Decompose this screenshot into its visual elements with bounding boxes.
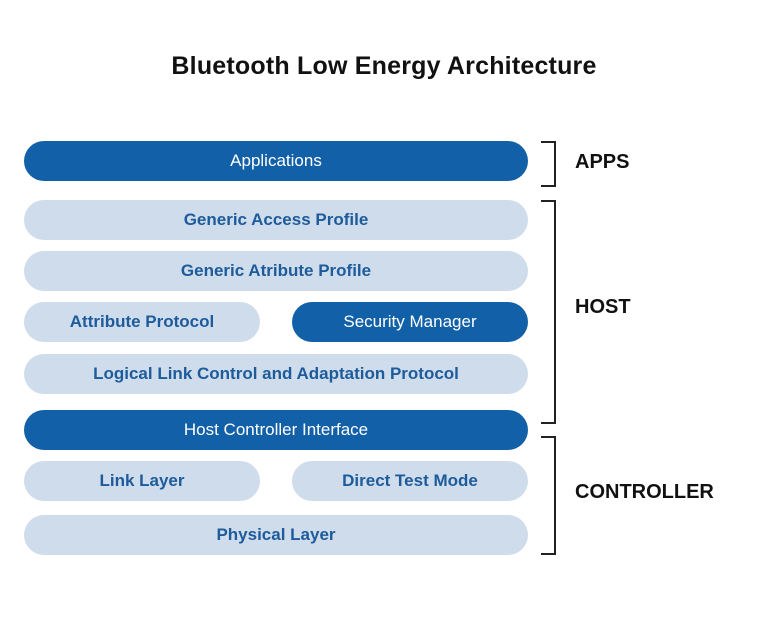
group-label-controller: CONTROLLER <box>575 481 714 503</box>
layer-security-manager: Security Manager <box>292 302 528 342</box>
layer-link-layer: Link Layer <box>24 461 260 501</box>
layer-attribute-protocol: Attribute Protocol <box>24 302 260 342</box>
layer-host-controller-interface: Host Controller Interface <box>24 410 528 450</box>
group-label-apps: APPS <box>575 151 630 173</box>
layer-direct-test-mode: Direct Test Mode <box>292 461 528 501</box>
layer-physical-layer: Physical Layer <box>24 515 528 555</box>
layer-generic-access-profile: Generic Access Profile <box>24 200 528 240</box>
layer-l2cap: Logical Link Control and Adaptation Prot… <box>24 354 528 394</box>
host-bracket <box>541 200 556 424</box>
apps-bracket <box>541 141 556 187</box>
group-label-host: HOST <box>575 296 631 318</box>
layer-applications: Applications <box>24 141 528 181</box>
controller-bracket <box>541 436 556 555</box>
diagram-title: Bluetooth Low Energy Architecture <box>171 52 597 80</box>
layer-generic-attribute-profile: Generic Atribute Profile <box>24 251 528 291</box>
